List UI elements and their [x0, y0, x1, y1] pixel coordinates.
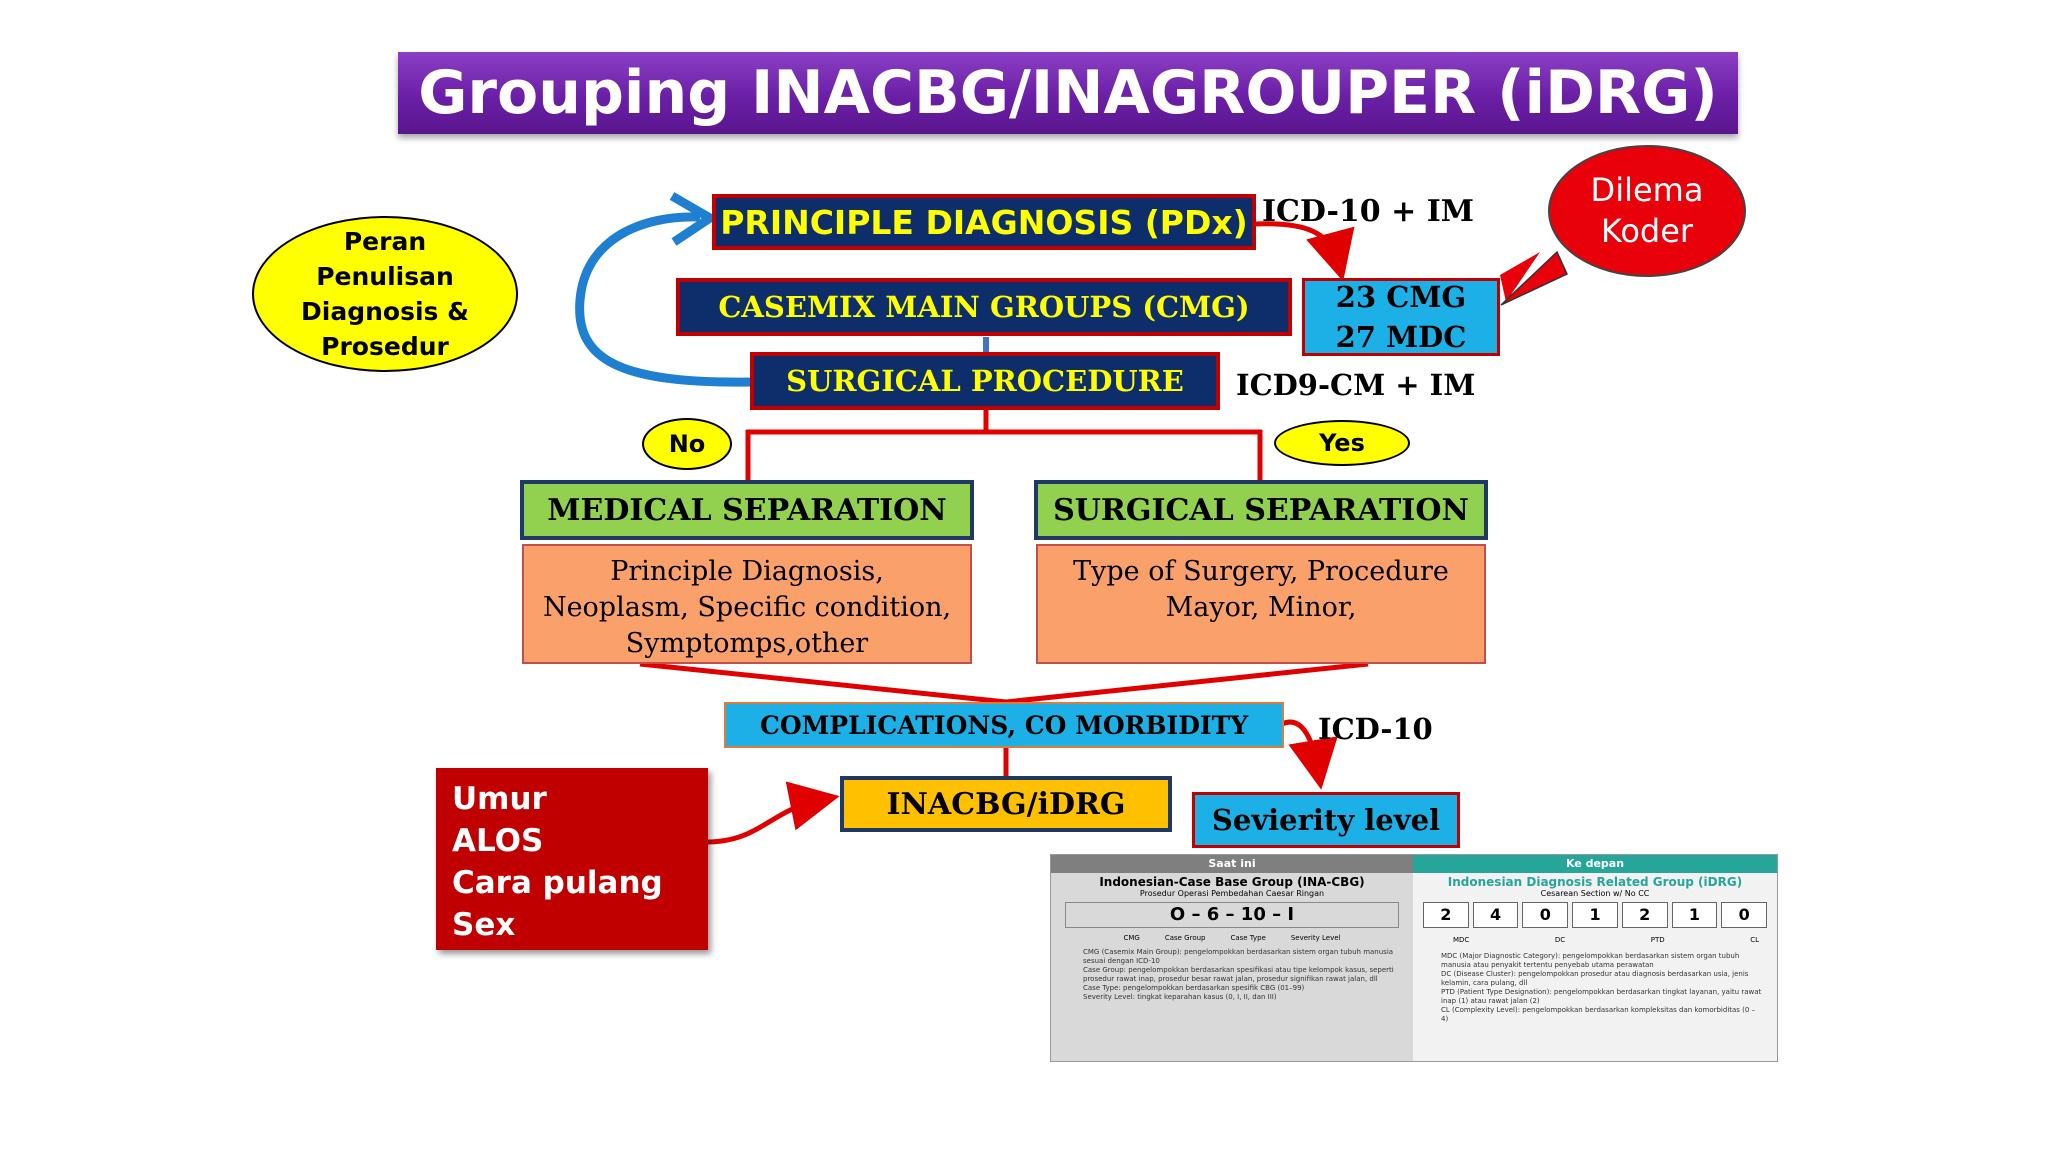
complications-box: COMPLICATIONS, CO MORBIDITY	[724, 702, 1284, 748]
surgical-separation-box: SURGICAL SEPARATION	[1034, 480, 1488, 540]
principle-diagnosis-box: PRINCIPLE DIAGNOSIS (PDx)	[712, 194, 1256, 250]
dilema-callout-tail	[1500, 250, 1568, 306]
loop-arrow	[575, 212, 753, 387]
ina-cbg-title: Indonesian-Case Base Group (INA-CBG)	[1099, 875, 1365, 889]
ina-cbg-code: O – 6 – 10 – I	[1065, 902, 1399, 928]
peran-callout: Peran Penulisan Diagnosis & Prosedur	[252, 216, 518, 372]
severity-level-box: Sevierity level	[1192, 792, 1460, 848]
icd10-label: ICD-10	[1318, 712, 1433, 746]
ina-cbg-panel: Saat ini Indonesian-Case Base Group (INA…	[1051, 855, 1413, 1061]
loop-arrow-head	[669, 192, 715, 246]
cmg-mdc-box: 23 CMG 27 MDC	[1302, 278, 1500, 356]
no-label: No	[642, 418, 732, 470]
code-comparison-figure: Saat ini Indonesian-Case Base Group (INA…	[1050, 854, 1778, 1062]
medical-separation-box: MEDICAL SEPARATION	[520, 480, 974, 540]
page-title: Grouping INACBG/INAGROUPER (iDRG)	[398, 52, 1738, 134]
yes-label: Yes	[1274, 420, 1410, 466]
mdc-count: 27 MDC	[1335, 320, 1467, 354]
dilema-callout: Dilema Koder	[1548, 145, 1746, 277]
surgical-procedure-box: SURGICAL PROCEDURE	[750, 352, 1220, 410]
medical-detail-box: Principle Diagnosis, Neoplasm, Specific …	[522, 544, 972, 664]
casemix-main-groups-box: CASEMIX MAIN GROUPS (CMG)	[676, 278, 1292, 336]
inacbg-idrg-box: INACBG/iDRG	[840, 776, 1172, 832]
icd9-im-label: ICD9-CM + IM	[1236, 368, 1476, 402]
current-header: Saat ini	[1051, 855, 1413, 873]
surgical-detail-box: Type of Surgery, Procedure Mayor, Minor,	[1036, 544, 1486, 664]
icd10-im-label: ICD-10 + IM	[1262, 194, 1474, 229]
factors-box: Umur ALOS Cara pulang Sex	[436, 768, 708, 950]
idrg-code: 2 4 0 1 2 1 0	[1423, 902, 1768, 928]
idrg-title: Indonesian Diagnosis Related Group (iDRG…	[1447, 875, 1743, 889]
cmg-count: 23 CMG	[1335, 280, 1467, 314]
future-header: Ke depan	[1413, 855, 1777, 873]
idrg-panel: Ke depan Indonesian Diagnosis Related Gr…	[1413, 855, 1777, 1061]
